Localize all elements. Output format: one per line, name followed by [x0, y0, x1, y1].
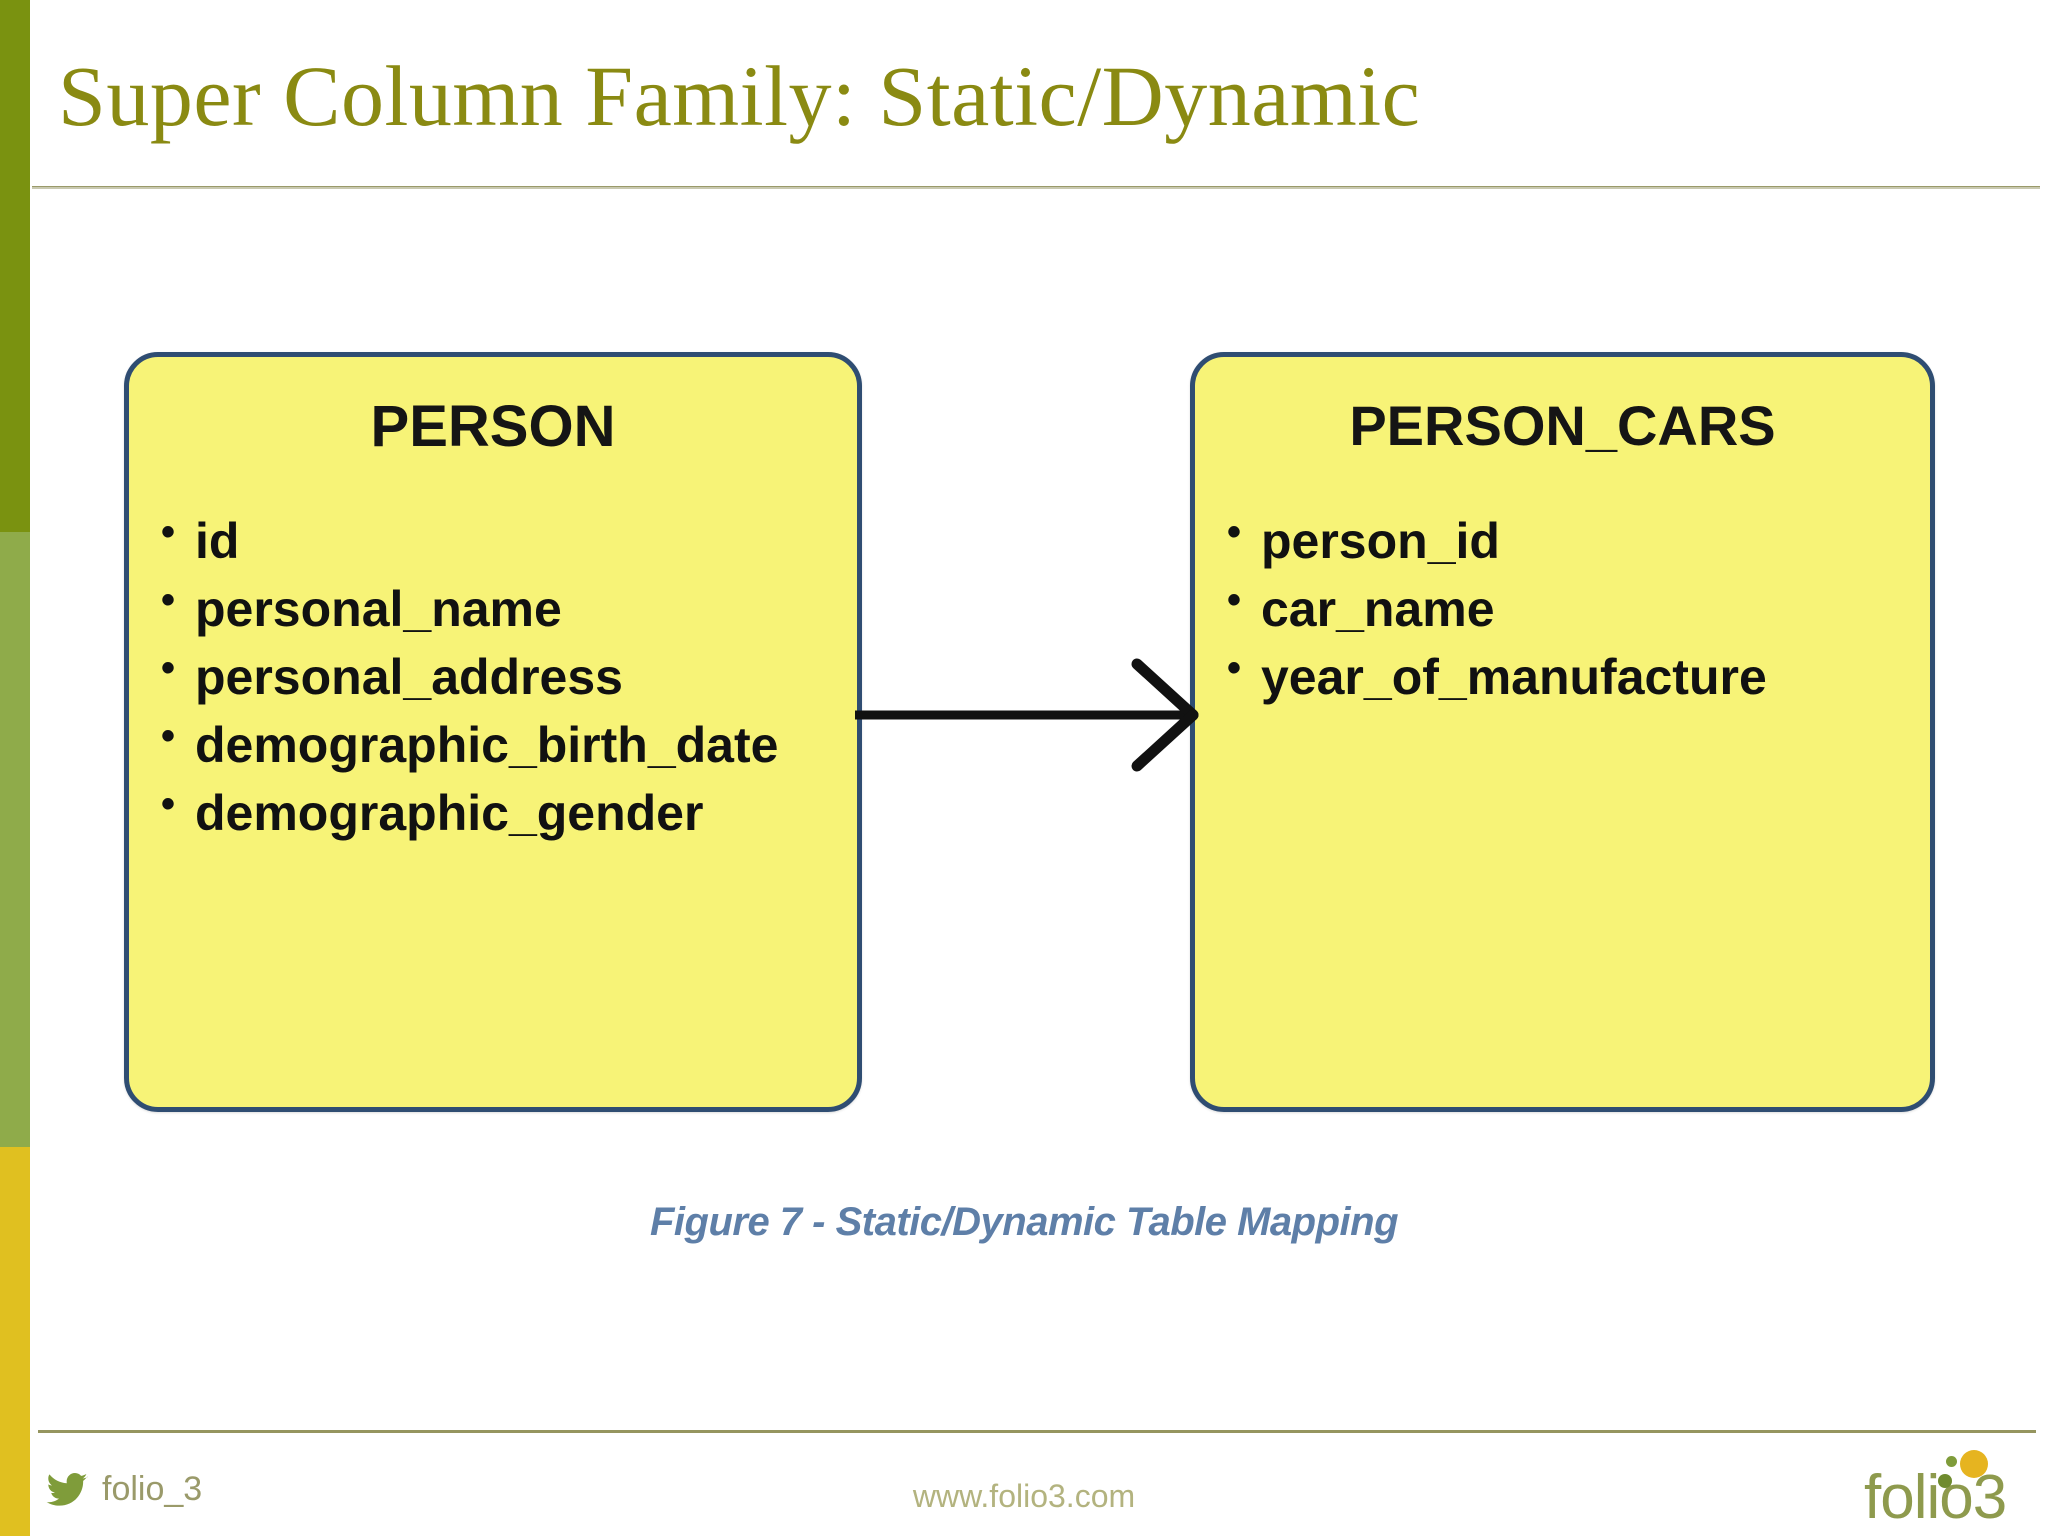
- relationship-connector-crows-foot: [855, 658, 1199, 772]
- figure-caption: Figure 7 - Static/Dynamic Table Mapping: [649, 1200, 1399, 1244]
- twitter-handle-label: folio_3: [102, 1470, 203, 1508]
- page-title: Super Column Family: Static/Dynamic: [58, 48, 1421, 144]
- accent-bar-segment-dark: [0, 0, 30, 532]
- entity-attribute-list-person-cars: person_id car_name year_of_manufacture: [1219, 505, 1920, 711]
- entity-attribute-list-person: id personal_name personal_address demogr…: [153, 505, 847, 847]
- entity-attribute: demographic_gender: [153, 777, 847, 847]
- footer-website-url[interactable]: www.folio3.com: [912, 1478, 1136, 1514]
- footer-twitter-link[interactable]: folio_3: [46, 1470, 202, 1509]
- entity-attribute: car_name: [1219, 573, 1920, 643]
- logo-dot-green-small: [1946, 1456, 1957, 1467]
- title-divider: [32, 186, 2040, 189]
- entity-attribute: personal_name: [153, 573, 847, 643]
- footer-divider: [38, 1430, 2036, 1433]
- folio3-logo: folio3: [1864, 1446, 2034, 1536]
- entity-box-person[interactable]: PERSON id personal_name personal_address…: [124, 352, 862, 1112]
- logo-dot-gold: [1960, 1450, 1988, 1478]
- entity-attribute: id: [153, 505, 847, 575]
- entity-title-person: PERSON: [370, 394, 616, 459]
- entity-attribute: year_of_manufacture: [1219, 641, 1920, 711]
- entity-title-person-cars: PERSON_CARS: [1349, 394, 1776, 457]
- accent-bar-segment-mid: [0, 532, 30, 1147]
- entity-attribute: person_id: [1219, 505, 1920, 575]
- twitter-bird-icon: [46, 1472, 88, 1506]
- logo-dot-green-large: [1938, 1474, 1952, 1488]
- folio3-wordmark: folio3: [1864, 1463, 2007, 1532]
- entity-attribute: demographic_birth_date: [153, 709, 847, 779]
- accent-bar-segment-gold: [0, 1147, 30, 1536]
- left-accent-bar: [0, 0, 30, 1536]
- entity-box-person-cars[interactable]: PERSON_CARS person_id car_name year_of_m…: [1190, 352, 1935, 1112]
- entity-attribute: personal_address: [153, 641, 847, 711]
